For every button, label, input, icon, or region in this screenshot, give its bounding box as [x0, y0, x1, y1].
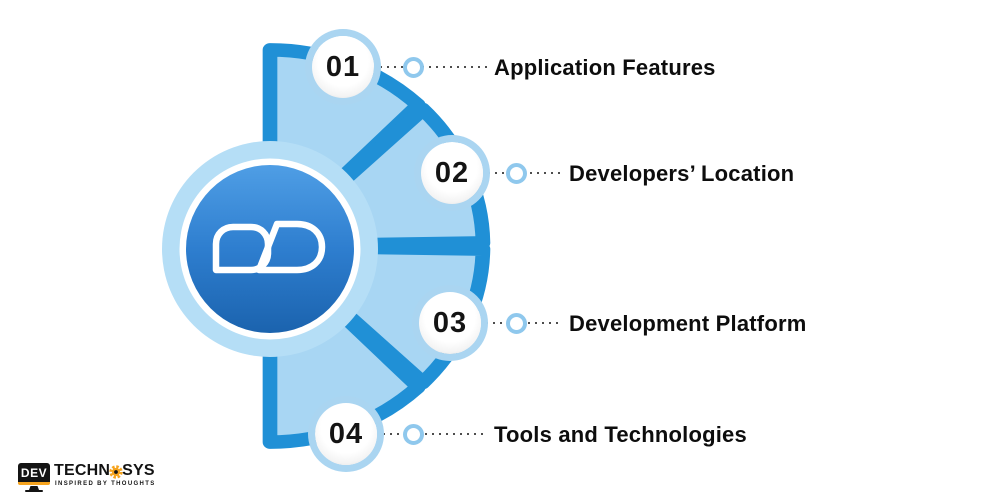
monitor-icon: DEV: [18, 463, 50, 485]
step-circle-04: 04: [315, 403, 377, 465]
center-emblem: [162, 141, 378, 357]
step-label-04: Tools and Technologies: [494, 422, 747, 447]
brand-monitor-text: DEV: [20, 465, 48, 480]
step-number: 03: [432, 306, 468, 339]
step-number: 02: [434, 156, 470, 189]
connector-ring-icon: [506, 163, 527, 184]
brand-logo: DEV TECHN SYS INSPIRED BY THOUGHTS: [18, 460, 168, 498]
connector-line-01: [380, 66, 488, 68]
brand-tagline: INSPIRED BY THOUGHTS: [55, 481, 156, 487]
step-number: 01: [325, 50, 361, 83]
step-label-02: Developers’ Location: [569, 161, 795, 186]
connector-ring-icon: [506, 313, 527, 334]
devtechnosys-dd-logo-icon: [212, 220, 326, 274]
brand-name: TECHN SYS: [54, 462, 155, 480]
connector-ring-icon: [403, 57, 424, 78]
connector-line-04: [383, 433, 488, 435]
gear-icon: [109, 464, 123, 479]
connector-ring-icon: [403, 424, 424, 445]
step-circle-01: 01: [312, 36, 374, 98]
step-number: 04: [328, 417, 364, 450]
step-label-03: Development Platform: [569, 311, 807, 336]
monitor-stand-icon: [29, 486, 39, 490]
brand-name-part1: TECHN: [54, 462, 111, 479]
step-circle-03: 03: [419, 292, 481, 354]
step-label-01: Application Features: [494, 55, 716, 80]
step-circle-02: 02: [421, 142, 483, 204]
monitor-base-icon: [25, 490, 43, 492]
brand-name-part2: SYS: [122, 462, 155, 479]
